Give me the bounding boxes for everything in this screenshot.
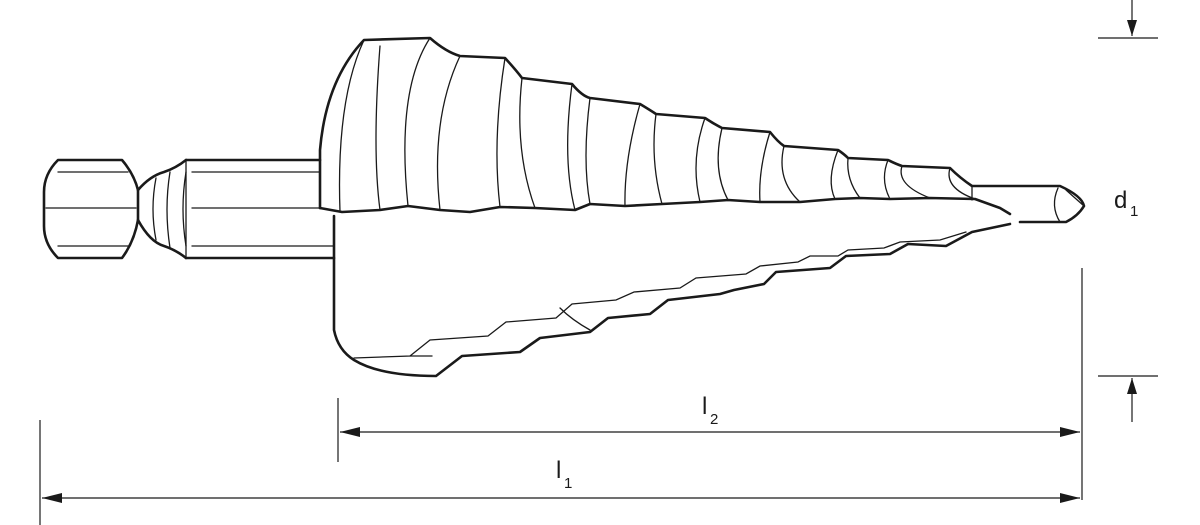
dimension-lines bbox=[39, 0, 1158, 525]
label-l1-main: l bbox=[556, 457, 561, 484]
label-l2: l 2 bbox=[702, 393, 718, 428]
label-l2-main: l bbox=[702, 393, 707, 420]
flute-body bbox=[332, 214, 1012, 378]
label-d1-main: d bbox=[1114, 187, 1127, 214]
label-l1: l 1 bbox=[556, 457, 572, 492]
hex-shank bbox=[42, 158, 336, 260]
label-d1-sub: 1 bbox=[1130, 203, 1138, 220]
label-d1: d 1 bbox=[1114, 187, 1138, 220]
label-l1-sub: 1 bbox=[564, 475, 572, 492]
stepped-cone bbox=[318, 36, 1086, 224]
label-l2-sub: 2 bbox=[710, 411, 718, 428]
